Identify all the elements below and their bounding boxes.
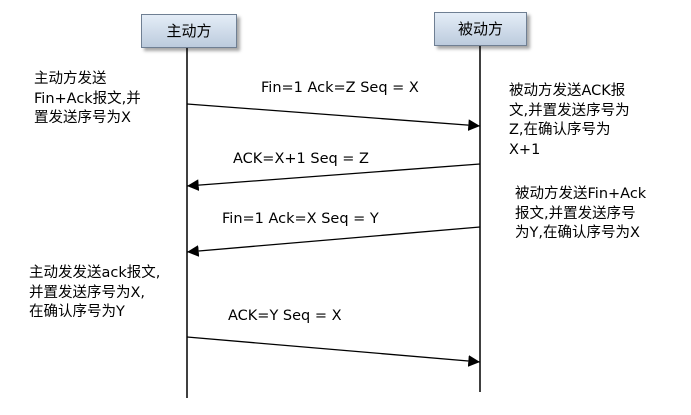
note-line: Z,在确认序号为 [509, 122, 611, 138]
note-line: 并置发送序号为X, [29, 284, 146, 301]
note-line: 被动方发送Fin+Ack [515, 186, 647, 202]
note-initiator-ack: 主动发发送ack报文, 并置发送序号为X, 在确认序号为Y [29, 264, 160, 323]
note-line: X+1 [509, 141, 541, 158]
note-line: 为Y,在确认序号为X [515, 225, 640, 241]
note-line: 主动方发送 [34, 71, 107, 87]
message-label-4: ACK=Y Seq = X [228, 308, 342, 324]
note-line: Fin+Ack报文,并 [34, 90, 141, 107]
initiator-label: 主动方 [166, 22, 212, 40]
message-arrow-1 [186, 103, 481, 131]
note-line: 在确认序号为Y [29, 304, 125, 320]
receiver-label: 被动方 [457, 20, 503, 38]
note-line: 文,并置发送序号为 [509, 102, 630, 119]
note-line: 被动方发送ACK报 [509, 83, 626, 99]
note-line: 置发送序号为X [34, 110, 131, 126]
note-line: 主动发发送ack报文, [29, 265, 161, 281]
receiver-box: 被动方 [434, 12, 527, 46]
message-arrow-4 [186, 336, 481, 367]
note-line: 报文,并置发送序号 [515, 205, 636, 222]
message-arrow-2 [186, 163, 481, 191]
note-receiver-ack: 被动方发送ACK报 文,并置发送序号为 Z,在确认序号为 X+1 [509, 82, 630, 160]
message-label-2: ACK=X+1 Seq = Z [233, 151, 369, 167]
initiator-box: 主动方 [141, 14, 237, 48]
message-label-1: Fin=1 Ack=Z Seq = X [261, 80, 419, 96]
note-initiator-fin: 主动方发送 Fin+Ack报文,并 置发送序号为X [34, 70, 141, 129]
message-label-3: Fin=1 Ack=X Seq = Y [222, 211, 379, 227]
message-arrow-3 [186, 226, 481, 257]
note-receiver-fin: 被动方发送Fin+Ack 报文,并置发送序号 为Y,在确认序号为X [515, 185, 646, 244]
